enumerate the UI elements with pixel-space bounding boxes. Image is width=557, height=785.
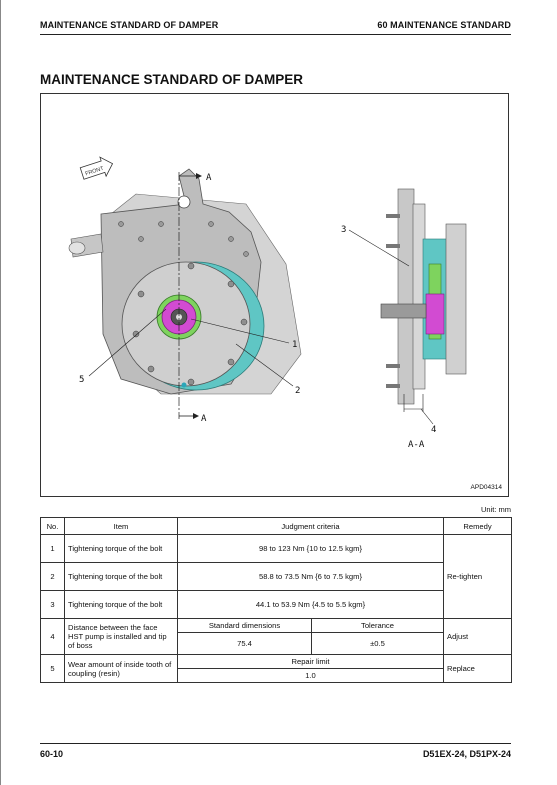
header-remedy: Remedy (443, 517, 512, 535)
row-criteria: 98 to 123 Nm {10 to 12.5 kgm} (177, 534, 444, 563)
header-criteria: Judgment criteria (177, 517, 444, 535)
std-dim-value: 75.4 (177, 632, 312, 655)
page-number: 60-10 (40, 749, 64, 759)
damper-illustration: FRONT A (68, 156, 467, 450)
row-item: Wear amount of inside tooth of coupling … (64, 654, 178, 683)
section-view-label: A-A (408, 440, 425, 450)
table-row: 4 Distance between the face HST pump is … (40, 618, 512, 655)
section-mark-top: A (206, 173, 212, 183)
model-name: D51EX-24, D51PX-24 (422, 749, 511, 759)
row-no: 2 (40, 562, 65, 591)
table-row: 5 Wear amount of inside tooth of couplin… (40, 654, 512, 683)
callout-4: 4 (431, 425, 436, 435)
table-row: 3 Tightening torque of the bolt 44.1 to … (40, 590, 512, 619)
page-title: MAINTENANCE STANDARD OF DAMPER (40, 72, 303, 87)
row-item: Tightening torque of the bolt (64, 562, 178, 591)
remedy-retighten: Re-tighten (443, 534, 512, 619)
tolerance-value: ±0.5 (311, 632, 444, 655)
row-no: 4 (40, 618, 65, 655)
callout-3: 3 (341, 225, 346, 235)
header-right: 60 MAINTENANCE STANDARD (377, 20, 511, 30)
unit-note: Unit: mm (481, 505, 511, 514)
section-mark-bottom: A (201, 414, 207, 424)
footer-rule (40, 743, 511, 744)
callout-2: 2 (295, 386, 300, 396)
front-arrow-icon: FRONT (79, 156, 114, 180)
repair-limit-value: 1.0 (177, 668, 444, 683)
figure-code: APD04314 (470, 484, 502, 491)
table-row: 1 Tightening torque of the bolt 98 to 12… (40, 534, 512, 619)
header-no: No. (40, 517, 65, 535)
remedy-adjust: Adjust (443, 618, 512, 655)
row-no: 5 (40, 654, 65, 683)
header-item: Item (64, 517, 178, 535)
row-no: 3 (40, 590, 65, 619)
callout-1: 1 (292, 340, 297, 350)
tolerance-label: Tolerance (311, 618, 444, 633)
table-row: 75.4 ±0.5 (41, 632, 512, 655)
callout-5: 5 (79, 375, 84, 385)
row-item: Tightening torque of the bolt (64, 534, 178, 563)
std-dim-label: Standard dimensions (177, 618, 312, 633)
row-item: Tightening torque of the bolt (64, 590, 178, 619)
front-label: FRONT (85, 166, 105, 178)
header-rule (40, 34, 511, 35)
page-edge (0, 0, 1, 785)
table-header-row: No. Item Judgment criteria Remedy (40, 517, 512, 535)
row-criteria: 58.8 to 73.5 Nm {6 to 7.5 kgm} (177, 562, 444, 591)
repair-limit-label: Repair limit (177, 654, 444, 669)
row-no: 1 (40, 534, 65, 563)
table-row: 2 Tightening torque of the bolt 58.8 to … (40, 562, 512, 591)
row-item: Distance between the face HST pump is in… (64, 618, 178, 655)
remedy-replace: Replace (443, 654, 512, 683)
table-row: 1.0 (41, 668, 512, 683)
damper-figure: FRONT A (40, 93, 509, 497)
row-criteria: 44.1 to 53.9 Nm {4.5 to 5.5 kgm} (177, 590, 444, 619)
maintenance-table: No. Item Judgment criteria Remedy 1 Tigh… (40, 517, 512, 683)
header-left: MAINTENANCE STANDARD OF DAMPER (40, 20, 219, 30)
